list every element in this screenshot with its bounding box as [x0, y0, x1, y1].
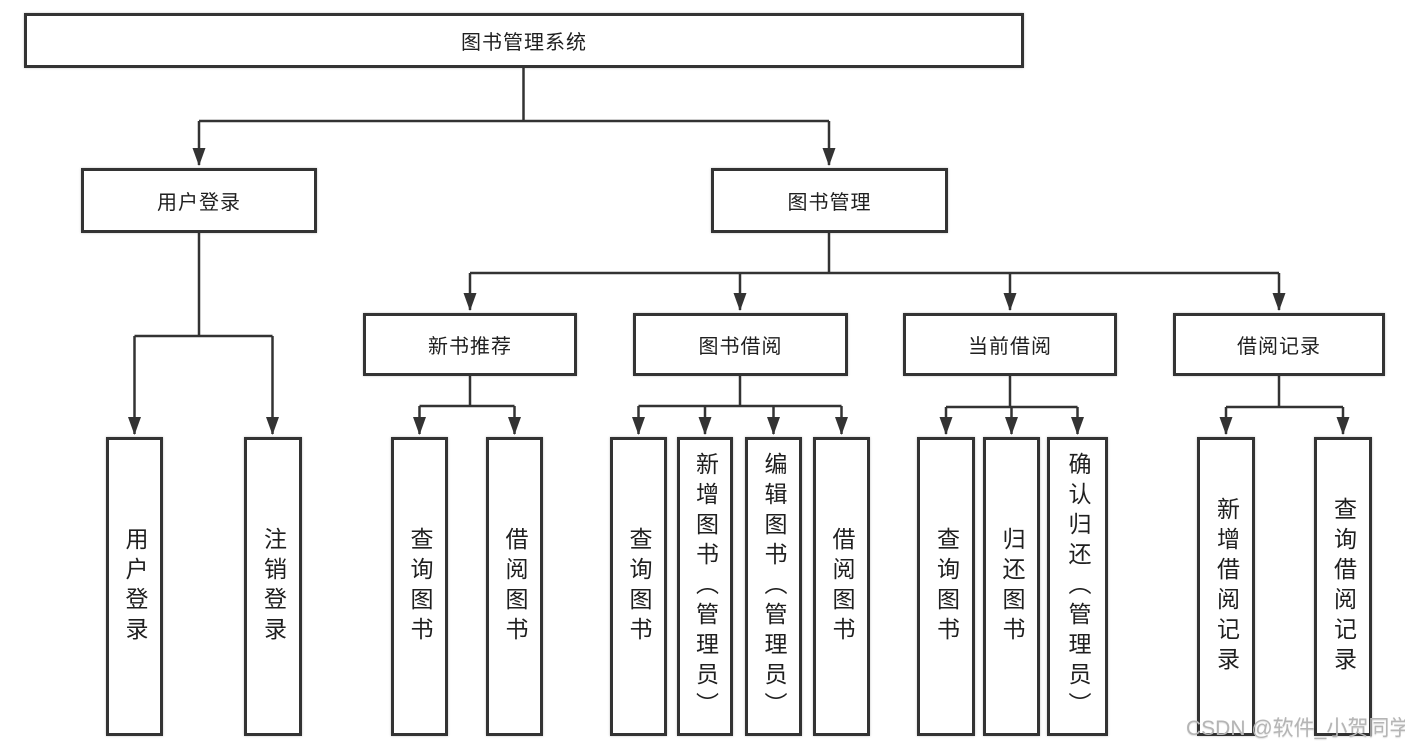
node-label: 查询图书 — [407, 526, 433, 647]
node-label: 确认归还（管理员） — [1065, 451, 1091, 722]
csdn-watermark: CSDN @软件_小贺同学 — [1186, 717, 1405, 740]
edges-book-borrowing — [632, 376, 848, 435]
node-label: 查询图书 — [626, 526, 652, 647]
node-book-borrowing: 图书借阅 — [633, 313, 848, 376]
node-label: 用户登录 — [157, 192, 241, 214]
node-label: 查询借阅记录 — [1330, 496, 1357, 677]
leaf-return-books: 归还图书 — [983, 437, 1040, 736]
leaf-user-login: 用户登录 — [106, 437, 163, 736]
node-label: 编辑图书（管理员） — [761, 451, 787, 722]
leaf-add-books-admin: 新增图书（管理员） — [677, 437, 733, 736]
node-label: 图书管理 — [787, 192, 872, 214]
leaf-edit-books-admin: 编辑图书（管理员） — [745, 437, 802, 736]
node-user-login: 用户登录 — [81, 168, 317, 233]
leaf-query-books-3: 查询图书 — [917, 437, 975, 736]
edges-user-login — [128, 233, 279, 435]
node-book-management: 图书管理 — [711, 168, 948, 233]
leaf-borrow-books-2: 借阅图书 — [813, 437, 870, 736]
edges-new-book-recommendation — [413, 376, 521, 435]
leaf-add-borrow-record: 新增借阅记录 — [1197, 437, 1255, 736]
node-label: 查询图书 — [933, 526, 960, 647]
leaf-borrow-books-1: 借阅图书 — [486, 437, 543, 736]
node-current-borrowing: 当前借阅 — [903, 313, 1117, 376]
node-label: 借阅记录 — [1237, 336, 1321, 358]
node-label: 图书管理系统 — [461, 32, 587, 54]
edges-book-management — [463, 233, 1286, 311]
leaf-logout: 注销登录 — [244, 437, 302, 736]
edges-root — [192, 68, 836, 166]
leaf-query-borrow-record: 查询借阅记录 — [1314, 437, 1372, 736]
node-new-book-recommendation: 新书推荐 — [363, 313, 577, 376]
edges-borrowing-records — [1219, 376, 1350, 435]
node-library-management-system: 图书管理系统 — [24, 13, 1024, 68]
leaf-query-books-1: 查询图书 — [391, 437, 448, 736]
node-label: 归还图书 — [999, 526, 1025, 647]
node-label: 当前借阅 — [968, 336, 1052, 358]
node-label: 借阅图书 — [829, 526, 855, 647]
node-label: 图书借阅 — [698, 336, 783, 358]
node-borrowing-records: 借阅记录 — [1173, 313, 1385, 376]
node-label: 注销登录 — [260, 526, 287, 647]
leaf-confirm-return-admin: 确认归还（管理员） — [1047, 437, 1108, 736]
leaf-query-books-2: 查询图书 — [610, 437, 667, 736]
node-label: 用户登录 — [122, 526, 148, 647]
node-label: 借阅图书 — [502, 526, 528, 647]
edges-current-borrowing — [939, 376, 1084, 435]
node-label: 新增图书（管理员） — [692, 451, 719, 722]
node-label: 新书推荐 — [428, 336, 512, 358]
node-label: 新增借阅记录 — [1213, 496, 1240, 677]
